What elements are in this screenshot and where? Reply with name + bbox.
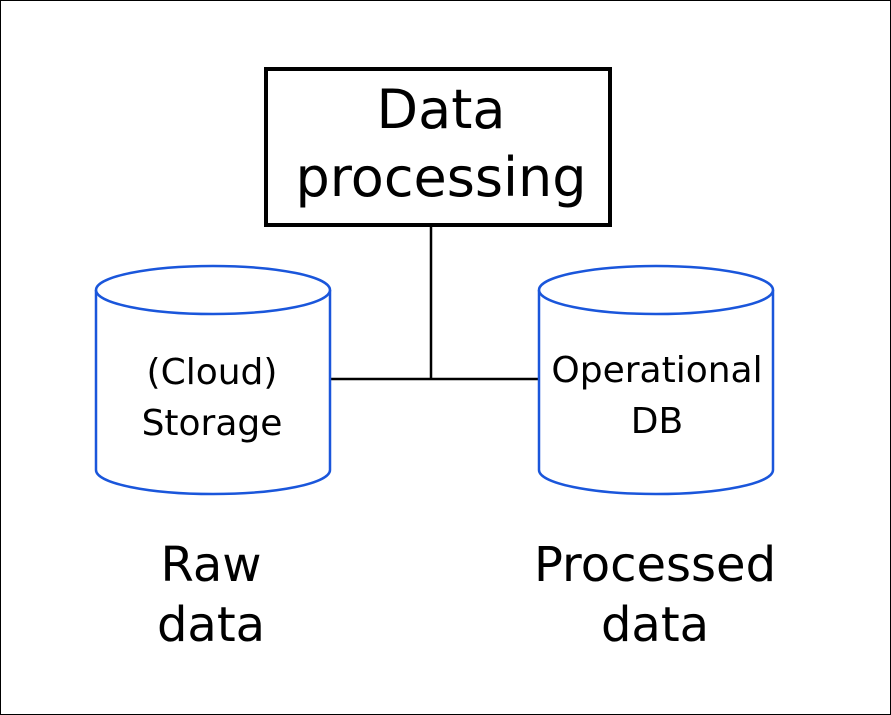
raw-data-caption-line-1: Raw (161, 537, 262, 593)
operational-db-label-line-1: Operational (551, 350, 762, 391)
processed-data-caption-line-2: data (601, 597, 709, 653)
operational-db-cylinder: Operational DB (537, 264, 775, 496)
processed-data-caption-line-1: Processed (534, 537, 776, 593)
process-box-line-1: Data (377, 78, 506, 141)
raw-data-caption-line-2: data (157, 597, 265, 653)
process-box-rect (264, 67, 612, 227)
cloud-storage-top (94, 264, 332, 316)
cloud-storage-label-line-2: Storage (142, 403, 283, 444)
cloud-storage-cylinder: (Cloud) Storage (94, 264, 332, 496)
raw-data-caption: Raw data (157, 537, 265, 653)
connectors (331, 226, 538, 381)
processed-data-caption: Processed data (534, 537, 776, 653)
operational-db-label-line-2: DB (631, 401, 683, 442)
cloud-storage-label-line-1: (Cloud) (147, 352, 278, 393)
cloud-storage-body (94, 290, 332, 496)
operational-db-body (537, 290, 775, 496)
data-processing-box: Data processing (264, 67, 612, 227)
operational-db-top (537, 264, 775, 316)
process-box-line-2: processing (295, 146, 586, 209)
